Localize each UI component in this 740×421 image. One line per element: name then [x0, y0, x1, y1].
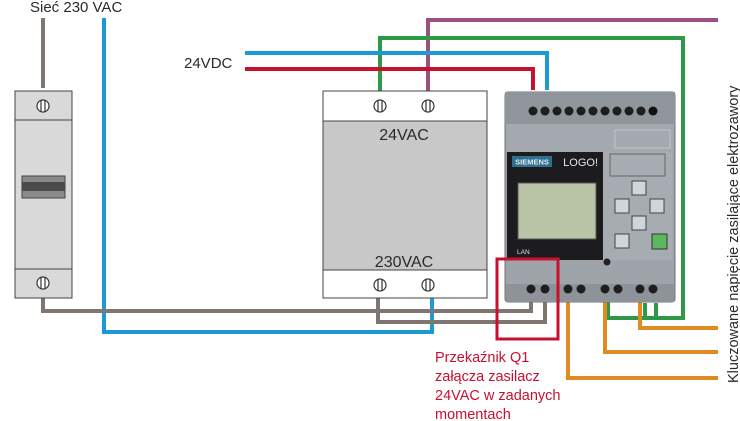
- plc-key-down[interactable]: [631, 215, 647, 231]
- relay-note-line-4: momentach: [435, 407, 511, 421]
- plc-lcd-display: [517, 182, 597, 240]
- wire-blue-24vdc: [245, 51, 549, 90]
- psu-bottom-label: 230VAC: [375, 254, 433, 271]
- relay-note-line-2: załącza zasilacz: [435, 369, 540, 385]
- screw-icon: [421, 278, 435, 292]
- psu-top-label: 24VAC: [379, 127, 429, 144]
- circuit-breaker: [14, 90, 73, 299]
- relay-note-line-1: Przekaźnik Q1: [435, 350, 529, 366]
- plc-output-terminals: [526, 284, 658, 294]
- plc-key-up[interactable]: [631, 180, 647, 196]
- screw-icon: [373, 278, 387, 292]
- wire-blue-mains: [102, 18, 434, 334]
- screw-icon: [36, 99, 50, 113]
- relay-q1-highlight: [495, 257, 560, 341]
- wire-orange-1: [566, 300, 718, 380]
- plc-model: LOGO!: [563, 157, 598, 169]
- screw-icon: [421, 99, 435, 113]
- relay-note: Przekaźnik Q1 załącza zasilacz 24VAC w z…: [435, 350, 560, 421]
- dc-supply-label: 24VDC: [184, 55, 233, 72]
- wire-gray-breaker-q1: [41, 298, 533, 313]
- wire-orange-3: [638, 300, 718, 330]
- screw-icon: [373, 99, 387, 113]
- switched-voltage-label: Kluczowane napięcie zasilające elektroza…: [726, 85, 740, 383]
- plc-lan-label: LAN: [517, 249, 530, 256]
- relay-note-line-3: 24VAC w zadanych: [435, 388, 560, 404]
- plc-key-esc[interactable]: [614, 233, 630, 249]
- plc-key-left[interactable]: [614, 198, 630, 214]
- plc-input-terminals: [528, 106, 658, 116]
- mains-label: Sieć 230 VAC: [30, 0, 122, 16]
- screw-icon: [36, 276, 50, 290]
- wire-gray-psu-q1: [376, 298, 547, 324]
- wire-red-24vdc: [245, 67, 535, 90]
- plc-logo: SIEMENS LOGO! LAN: [504, 91, 676, 303]
- plc-brand: SIEMENS: [515, 158, 549, 167]
- plc-key-ok[interactable]: [651, 233, 668, 250]
- plc-key-right[interactable]: [649, 198, 665, 214]
- power-supply-24vac: 24VAC 230VAC: [322, 90, 488, 299]
- wire-orange-2: [603, 300, 718, 354]
- wire-purple: [426, 18, 718, 100]
